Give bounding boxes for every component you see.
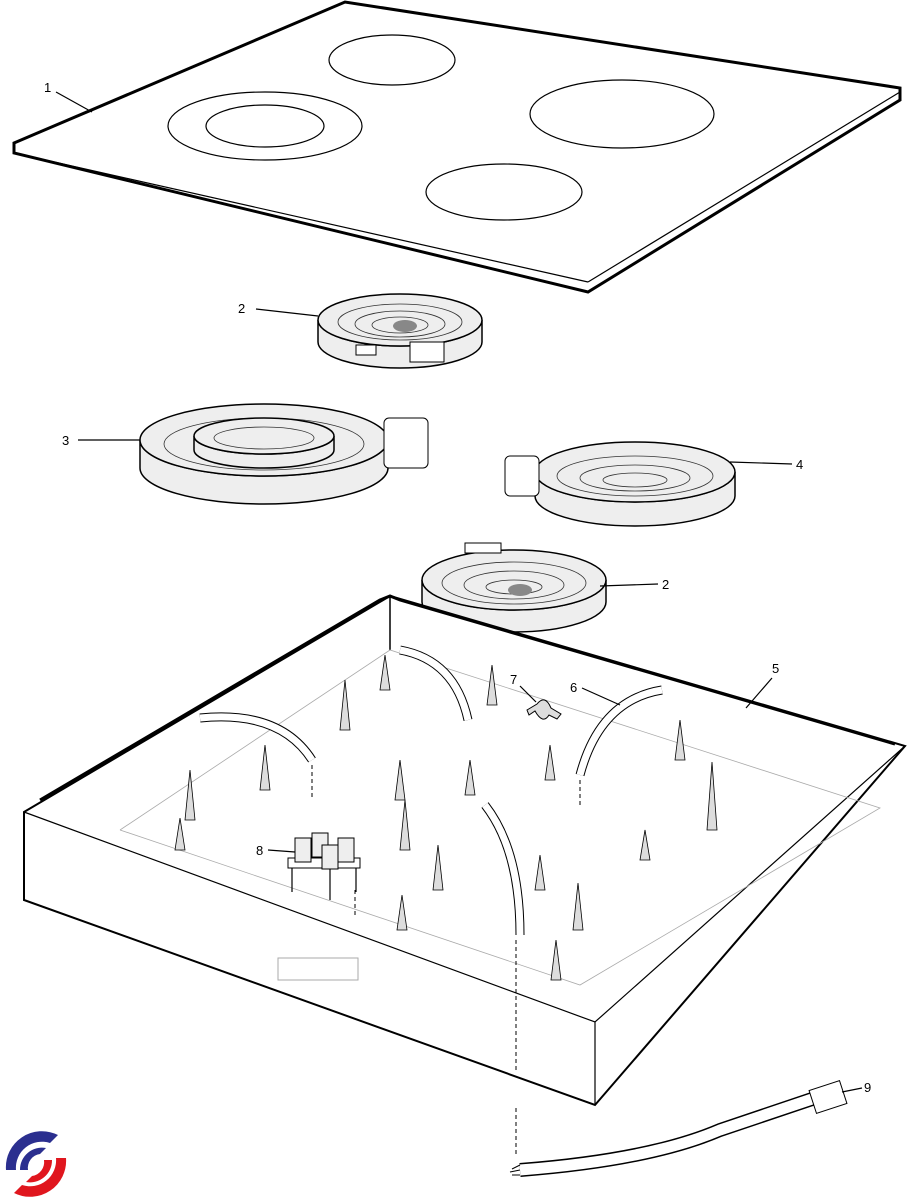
insulation-strip — [199, 645, 663, 936]
callout-labels: 1 2 3 4 2 5 6 7 8 9 — [44, 80, 871, 1095]
callout-6: 6 — [570, 680, 577, 695]
small-heating-element-top — [255, 293, 483, 369]
callout-3: 3 — [62, 433, 69, 448]
brand-logo — [5, 1131, 67, 1197]
dual-heating-element — [78, 403, 429, 505]
callout-4: 4 — [796, 457, 803, 472]
terminal-block — [267, 832, 361, 915]
medium-heating-element — [504, 441, 793, 527]
support-pegs — [174, 654, 718, 981]
cooktop-glass — [12, 0, 902, 294]
wiring-harness — [509, 1080, 863, 1177]
callout-2b: 2 — [662, 577, 669, 592]
callout-5: 5 — [772, 661, 779, 676]
base-tray — [23, 594, 907, 1107]
callout-8: 8 — [256, 843, 263, 858]
callout-1: 1 — [44, 80, 51, 95]
clamp — [519, 685, 562, 720]
callout-9: 9 — [864, 1080, 871, 1095]
callout-7: 7 — [510, 672, 517, 687]
callout-2: 2 — [238, 301, 245, 316]
